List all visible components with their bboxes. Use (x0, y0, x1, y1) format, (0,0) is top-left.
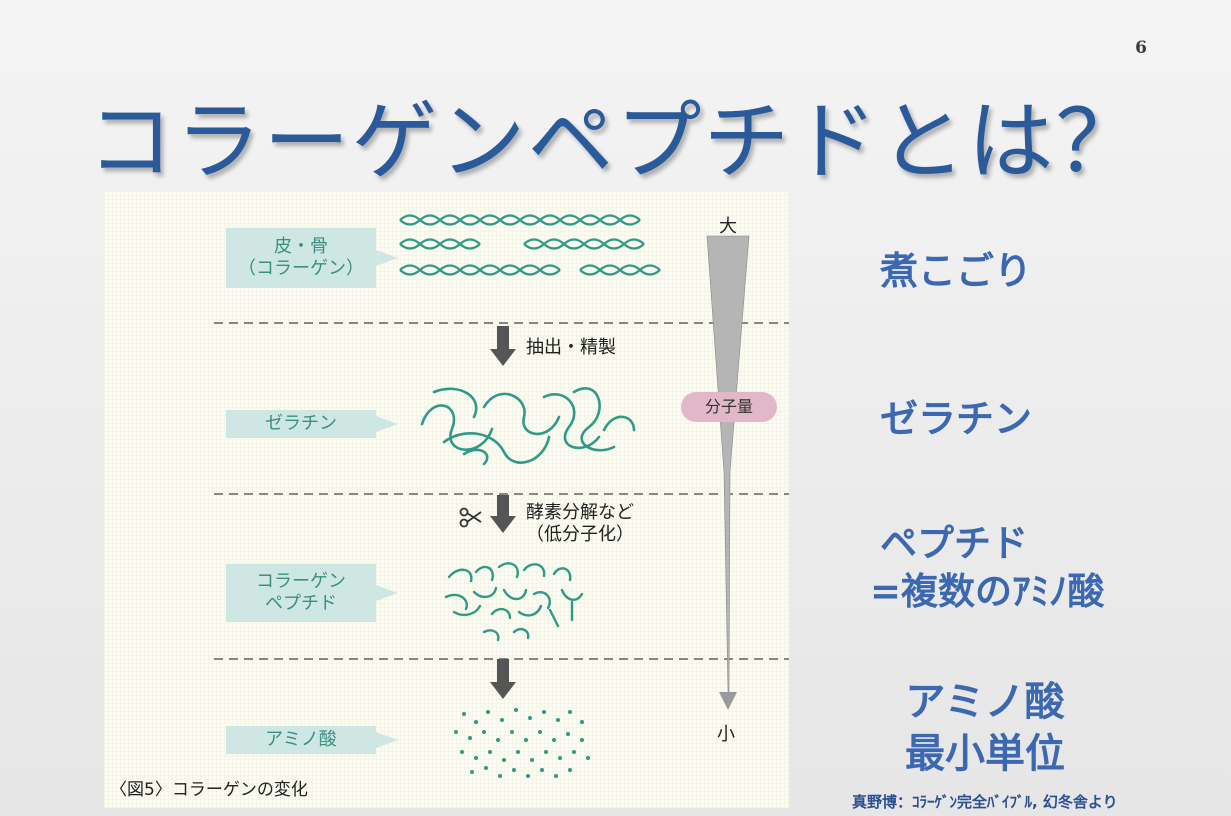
step-extraction: 抽出・精製 (526, 337, 616, 359)
side-label-amino-acid-line2: 最小単位 (905, 731, 1065, 777)
figure-caption: 〈図5〉コラーゲンの変化 (110, 780, 308, 800)
stage-label-amino-acid: アミノ酸 (226, 726, 398, 754)
scale-large-label: 大 (719, 216, 737, 237)
figure-collagen-change: 皮・骨 （コラーゲン） ゼラチン コラーゲン ペプチド アミノ酸 抽出・精製 酵… (104, 192, 789, 808)
stage-label-collagen-line2: （コラーゲン） (238, 258, 364, 279)
slide-title: コラーゲンペプチドとは？ (87, 92, 1144, 192)
side-label-amino-acid: アミノ酸 最小単位 (890, 676, 1080, 780)
side-label-peptide: ペプチド =複数のｱﾐﾉ酸 (870, 520, 1105, 616)
stage-label-peptide-line2: ペプチド (265, 593, 337, 614)
step-extraction-text: 抽出・精製 (526, 337, 616, 358)
step-enzyme-line1: 酵素分解など (526, 502, 634, 523)
stage-label-gelatin-text: ゼラチン (265, 413, 337, 434)
stage-label-collagen-line1: 皮・骨 (274, 236, 328, 257)
molecular-weight-arrowhead (719, 692, 737, 710)
stage-label-collagen: 皮・骨 （コラーゲン） (226, 228, 398, 288)
side-label-gelatin: ゼラチン (880, 397, 1033, 441)
side-label-nikogori: 煮こごり (880, 249, 1033, 293)
step-arrow-1 (490, 326, 516, 366)
step-arrow-2 (490, 495, 516, 533)
collagen-helix-group (399, 214, 661, 276)
stage-label-amino-acid-text: アミノ酸 (265, 729, 337, 750)
scissors-icon (459, 507, 482, 528)
gelatin-strands (420, 387, 636, 466)
molecular-weight-funnel (706, 235, 750, 693)
amino-acid-dots (454, 708, 590, 778)
side-label-peptide-line1: ペプチド (880, 522, 1028, 565)
step-arrow-3 (490, 659, 516, 699)
citation: 真野博：ｺﾗｰｹﾞﾝ完全ﾊﾞｲﾌﾞﾙ, 幻冬舎より (852, 793, 1118, 811)
stage-label-peptide: コラーゲン ペプチド (226, 564, 398, 622)
side-label-amino-acid-line1: アミノ酸 (905, 679, 1065, 725)
step-enzyme: 酵素分解など （低分子化） (526, 502, 634, 546)
step-enzyme-line2: （低分子化） (526, 524, 634, 545)
scale-small-label: 小 (717, 724, 735, 745)
page-number: 6 (1135, 38, 1147, 58)
side-label-peptide-line2: =複数のｱﾐﾉ酸 (870, 570, 1105, 613)
molecular-weight-label: 分子量 (681, 392, 777, 422)
stage-label-gelatin: ゼラチン (226, 410, 398, 438)
diagram-canvas (214, 214, 789, 778)
stage-label-peptide-line1: コラーゲン (256, 571, 346, 592)
peptide-fragments (444, 562, 584, 642)
